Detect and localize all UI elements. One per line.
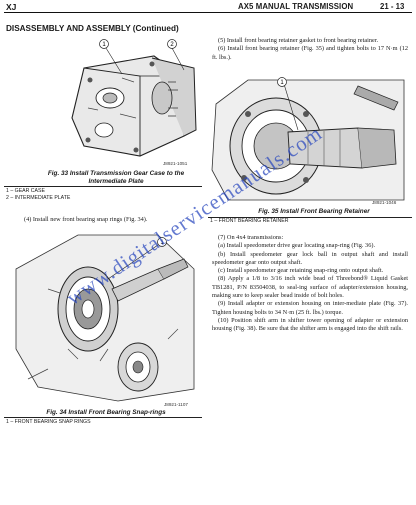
figure-34-illustration: 1: [15, 234, 195, 402]
fig35-code: J8921-1046: [372, 200, 397, 205]
fig34-legend-rule: [4, 417, 202, 418]
step-10: (10) Position shift arm in shifter tower…: [212, 316, 408, 333]
section-title: DISASSEMBLY AND ASSEMBLY (Continued): [6, 24, 179, 33]
header-model: XJ: [6, 2, 17, 12]
step-6: (6) Install front bearing retainer (Fig.…: [212, 45, 408, 61]
fig34-legend: 1 – FRONT BEARING SNAP RINGS: [6, 419, 91, 426]
fig33-legend-rule: [4, 186, 202, 187]
step-7c: (c) Install speedometer gear retaining s…: [218, 267, 384, 275]
fig33-legend-item: 1 – GEAR CASE: [6, 188, 45, 194]
step-5: (5) Install front bearing retainer gaske…: [218, 37, 379, 44]
step-7a: (a) Install speedometer drive gear locat…: [218, 242, 376, 250]
fig33-code: J8921-1051: [163, 161, 188, 166]
fig33-legend: 1 – GEAR CASE 2 – INTERMEDIATE PLATE: [6, 188, 70, 202]
fig33-callout-2: 2: [170, 42, 174, 48]
figure-35-illustration: 1: [211, 77, 405, 201]
fig35-callout-1: 1: [280, 80, 284, 86]
fig35-caption: Fig. 35 Install Front Bearing Retainer: [258, 208, 370, 215]
step-7: (7) On 4x4 transmissions:: [218, 234, 284, 241]
header-title: AX5 MANUAL TRANSMISSION: [238, 2, 354, 11]
fig34-callout-1: 1: [160, 240, 164, 246]
fig34-caption: Fig. 34 Install Front Bearing Snap-rings: [46, 409, 166, 416]
fig34-code: J8921-1107: [164, 402, 188, 407]
right-column-top: (5) Install front bearing retainer gaske…: [212, 37, 408, 62]
step-8: (8) Apply a 1/8 to 3/16 inch wide bead o…: [212, 275, 408, 300]
fig35-legend-item: 1 – FRONT BEARING RETAINER: [210, 218, 289, 224]
page-number: 21 - 13: [380, 2, 405, 11]
fig33-callout-1: 1: [102, 42, 106, 48]
fig33-caption: Fig. 33 Install Transmission Gear Case t…: [47, 170, 185, 185]
step-7b: (b) Install speedometer gear lock ball i…: [212, 250, 408, 266]
fig34-legend-item: 1 – FRONT BEARING SNAP RINGS: [6, 419, 91, 425]
fig33-legend-item: 2 – INTERMEDIATE PLATE: [6, 195, 71, 201]
step-9: (9) Install adapter or extension housing…: [212, 300, 408, 316]
header-rule: [4, 12, 412, 13]
step-4: (4) Install new front bearing snap rings…: [24, 216, 148, 223]
figure-33-illustration: 1 2: [71, 39, 197, 157]
fig35-legend: 1 – FRONT BEARING RETAINER: [210, 218, 289, 225]
right-column-bottom: (7) On 4x4 transmissions: (a) Install sp…: [212, 234, 408, 334]
fig35-legend-rule: [208, 217, 412, 218]
